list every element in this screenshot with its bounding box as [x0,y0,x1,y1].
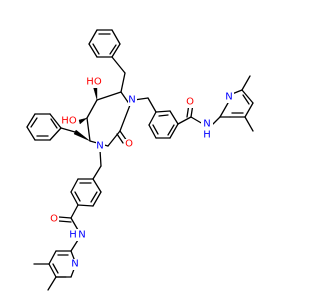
stereo-wedge-oh-top [92,85,98,101]
left-benzyl-ch2-bond-a [60,127,76,133]
left-nh-pyridine-bond [70,239,79,252]
ring-oxygen-label: O [125,139,133,150]
ring-carbonyl-bond-b [116,133,124,144]
n-lower-ch2-bond-a [99,149,102,167]
left-amide-cn-bond [70,217,79,231]
right-amide-nitrogen-label: N [203,119,210,130]
left-pyridine-methyl-left [47,276,57,291]
top-benzyl-ch2-bond-a [111,56,126,74]
right-amide-oxygen-label: O [186,97,194,108]
right-nh-pyridine-bond [212,116,221,125]
left-pyridine-nitrogen-label: N [71,259,78,270]
left-benzyl-phenyl-ring [26,113,62,141]
top-benzyl-phenyl-ring [88,29,121,58]
left-amide-carbon-bond [70,204,79,219]
left-amide-hydrogen-label: H [69,230,77,241]
atom-labels: HO HO N N O O N H N O H N N [50,77,234,270]
right-pyridine-methyl-top [241,75,251,91]
left-benzene-ring [70,178,102,207]
left-amide-co-bond-b [58,220,72,223]
stereo-wedge-benzyl-bottom [73,129,91,142]
left-amide-co-bond-a [58,216,72,219]
molecule-structure: HO HO N N O O N H N O H N N [26,29,254,291]
top-benzyl-ch2-bond-b [120,72,126,93]
left-amide-oxygen-label: O [50,214,58,225]
hydroxyl-label-top: HO [86,77,102,88]
hydroxyl-label-left: HO [61,116,77,127]
n-lower-ch2-bond-b [92,165,102,180]
right-benzene-ring [148,110,179,139]
right-pyridine-nitrogen-label: N [225,92,232,103]
right-pyridine-methyl-bottom [244,116,254,132]
diazepanone-ring [86,91,131,147]
ring-nitrogen-lower-label: N [96,141,103,152]
ring-nitrogen-upper-label: N [128,95,135,106]
n-upper-ch2-bond-b [147,97,157,113]
right-amide-carbon-bond [177,116,192,125]
left-amide-nitrogen-label: N [78,230,85,241]
right-amide-hydrogen-label: H [203,130,211,141]
stereo-wedge-oh-left [78,117,88,125]
